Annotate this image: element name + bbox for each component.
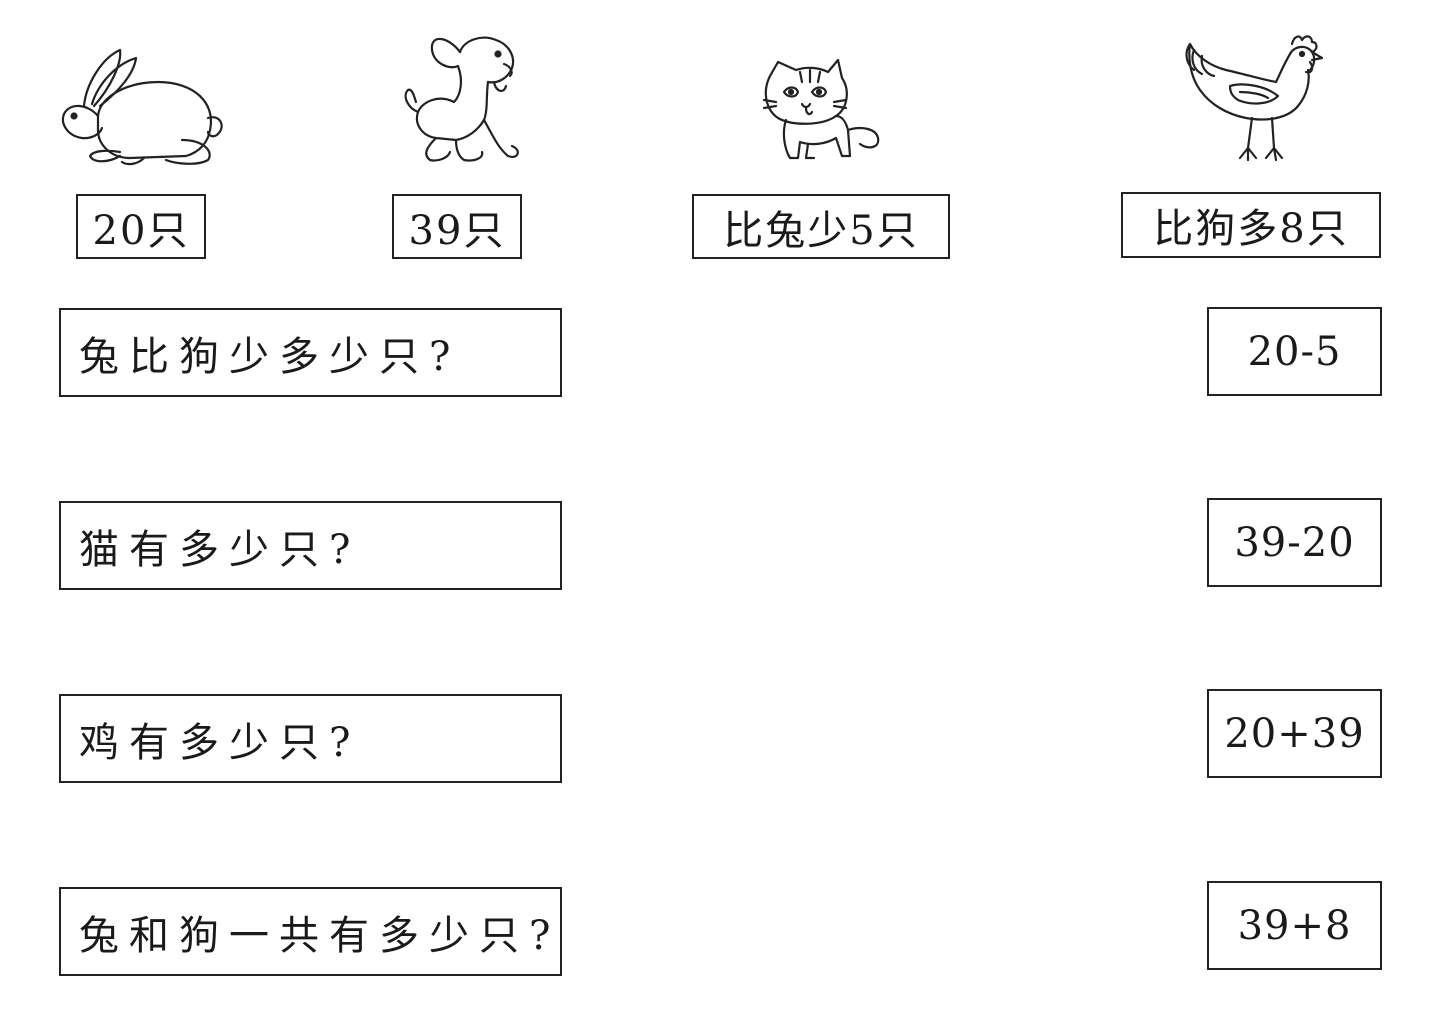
- cat-icon: [756, 58, 882, 170]
- expression-box-4[interactable]: 39+8: [1207, 881, 1382, 970]
- rabbit-count-label: 20只: [76, 194, 206, 259]
- dog-icon: [398, 30, 528, 166]
- question-box-4[interactable]: 兔和狗一共有多少只?: [59, 887, 562, 976]
- chicken-icon: [1180, 30, 1330, 170]
- cat-count-label: 比兔少5只: [692, 194, 950, 259]
- dog-count-label: 39只: [392, 194, 522, 259]
- expression-box-3[interactable]: 20+39: [1207, 689, 1382, 778]
- question-box-3[interactable]: 鸡有多少只?: [59, 694, 562, 783]
- expression-box-1[interactable]: 20-5: [1207, 307, 1382, 396]
- question-box-1[interactable]: 兔比狗少多少只?: [59, 308, 562, 397]
- expression-box-2[interactable]: 39-20: [1207, 498, 1382, 587]
- question-box-2[interactable]: 猫有多少只?: [59, 501, 562, 590]
- rabbit-icon: [58, 44, 226, 168]
- chicken-count-label: 比狗多8只: [1121, 192, 1381, 258]
